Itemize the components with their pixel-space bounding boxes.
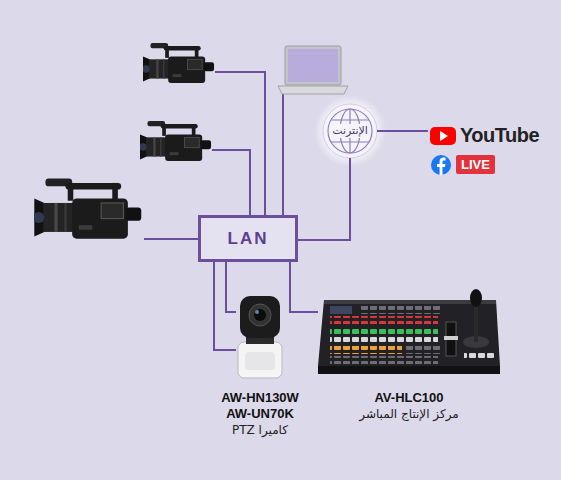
laptop [278, 46, 348, 94]
facebook-icon [431, 155, 451, 175]
globe-label: الإنترنت [330, 124, 370, 138]
network-cable [377, 130, 428, 132]
live-badge: LIVE [456, 155, 495, 174]
ptz-camera-illustration [238, 296, 282, 378]
device-caption: مركز الإنتاج المباشر [359, 406, 458, 423]
youtube-icon [430, 127, 456, 145]
caption-stack: AV-HLC100مركز الإنتاج المباشر [359, 390, 458, 423]
device-caption: كاميرا PTZ [232, 422, 288, 439]
lan-box: LAN [198, 215, 298, 262]
camcorder [142, 43, 214, 83]
network-cable [214, 262, 236, 350]
live-production-center: AV-HLC100مركز الإنتاج المباشر [318, 296, 500, 374]
caption-stack: AW-HN130WAW-UN70Kكاميرا PTZ [221, 390, 299, 439]
network-cable [226, 262, 236, 312]
network-cable [290, 262, 318, 312]
model-name: AW-UN70K [226, 406, 294, 422]
ptz-camera: AW-HN130WAW-UN70Kكاميرا PTZ [236, 292, 284, 380]
globe [314, 95, 386, 167]
switcher-illustration [318, 289, 500, 374]
network-label: LAN [228, 229, 269, 249]
model-name: AV-HLC100 [374, 390, 443, 406]
camcorder [33, 178, 141, 238]
model-name: AW-HN130W [221, 390, 299, 406]
logo-text: YouTube [460, 124, 539, 147]
camcorder [139, 121, 211, 161]
internet-globe: الإنترنت [323, 104, 377, 158]
network-cable [298, 158, 350, 240]
streaming-logos: YouTubeLIVE [428, 118, 544, 182]
